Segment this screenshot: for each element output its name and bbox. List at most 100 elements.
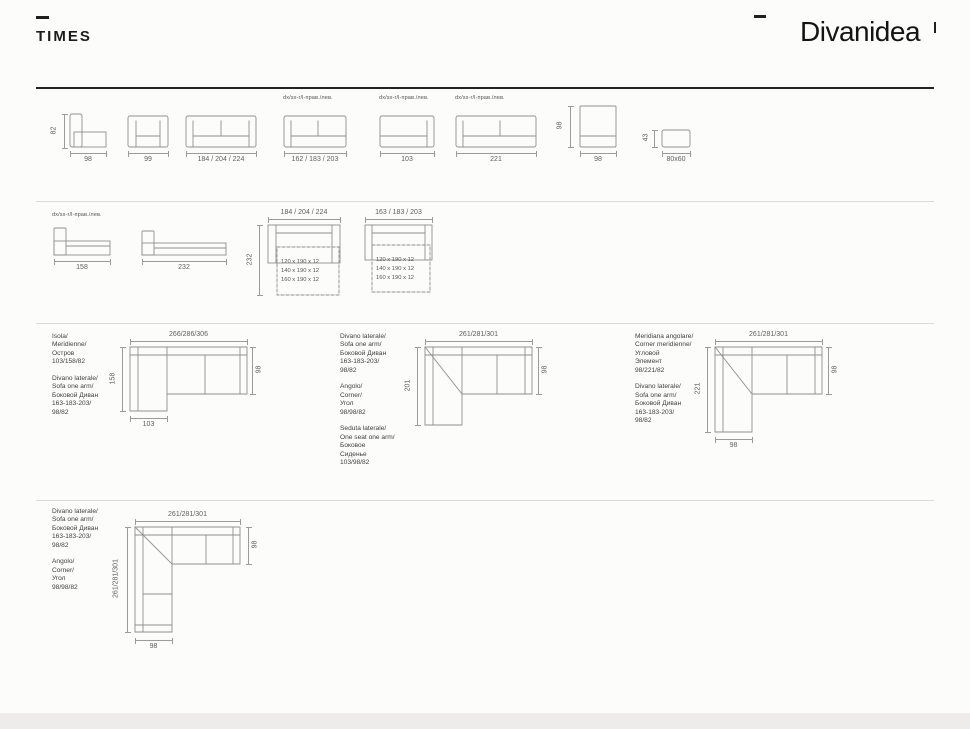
l-shape-top-label: 261/281/301 xyxy=(168,511,207,518)
dim-line xyxy=(130,339,248,345)
section-divider-2 xyxy=(36,323,934,324)
dim-line xyxy=(250,347,256,395)
l-shape-config-description: Divano laterale/ Sofa one arm/ Боковой Д… xyxy=(52,508,99,591)
one-arm-sofa-front-drawing xyxy=(283,115,347,148)
d8-width-label: 80x60 xyxy=(666,156,686,163)
page-title: TIMES xyxy=(36,28,92,45)
dim-line xyxy=(580,151,617,157)
dim-line xyxy=(120,347,126,412)
bed1-mattress-size-2: 140 x 190 x 12 xyxy=(281,268,320,274)
sectional-c-top-label: 261/281/301 xyxy=(749,331,788,338)
dim-line xyxy=(135,638,173,644)
dim-line xyxy=(268,217,341,223)
dim-line xyxy=(705,347,711,433)
sofa-front-drawing xyxy=(185,115,257,148)
corner-config-description: Divano laterale/ Sofa one arm/ Боковой Д… xyxy=(340,333,395,467)
corner-meridienne-plan-drawing xyxy=(714,346,823,433)
meridienne-config-description: Meridiana angolare/ Corner meridienne/ У… xyxy=(635,333,694,425)
header-divider xyxy=(36,87,934,89)
bed1-mattress-size-1: 120 x 190 x 12 xyxy=(281,259,320,265)
l-shape-sectional-plan-drawing xyxy=(134,526,241,633)
bed1-top-label: 184 / 204 / 224 xyxy=(280,209,328,216)
dim-line xyxy=(128,151,169,157)
l-shape-left-label: 261/281/301 xyxy=(112,559,120,598)
sectional-isola-plan-drawing xyxy=(129,346,248,412)
dim-line xyxy=(62,114,68,149)
chaise-side-drawing xyxy=(53,227,111,256)
dim-line xyxy=(246,527,252,565)
corner-sectional-plan-drawing xyxy=(424,346,533,426)
armchair-front-drawing xyxy=(127,115,169,148)
dim-line xyxy=(380,151,435,157)
sectional-a-right-label: 98 xyxy=(255,365,263,374)
corner-element-front-drawing xyxy=(579,105,617,148)
brand-logo: Divanidea xyxy=(800,16,921,47)
section-divider-3 xyxy=(36,500,934,501)
bed2-mattress-size-3: 160 x 190 x 12 xyxy=(376,275,415,281)
chaise2-width-label: 232 xyxy=(178,264,190,271)
d6-top-label: dx/sx-r/l-прав./лев. xyxy=(455,95,505,101)
dim-line xyxy=(125,527,131,633)
footer-bar xyxy=(0,713,970,729)
section-divider-1 xyxy=(36,201,934,202)
row2-top-label: dx/sx-r/l-прав./лев. xyxy=(52,212,102,218)
sectional-b-left-label: 201 xyxy=(404,379,412,392)
dim-line xyxy=(54,259,111,265)
sectional-c-bottom-label: 98 xyxy=(729,442,738,449)
header-right-mark xyxy=(754,15,766,18)
sectional-b-right-label: 98 xyxy=(541,365,549,374)
dim-line xyxy=(568,106,574,148)
isola-config-description: Isola/ Meridienne/ Остров 103/158/82 Div… xyxy=(52,333,99,416)
sectional-a-top-label: 266/286/306 xyxy=(169,331,208,338)
dim-line xyxy=(365,217,433,223)
dim-line xyxy=(826,347,832,395)
d7-height-label: 98 xyxy=(556,121,564,130)
d1-height-label: 82 xyxy=(50,126,58,135)
sectional-b-top-label: 261/281/301 xyxy=(459,331,498,338)
dim-line xyxy=(425,339,533,345)
bed2-mattress-size-2: 140 x 190 x 12 xyxy=(376,266,415,272)
l-shape-bottom-label: 98 xyxy=(149,643,158,650)
d6-width-label: 221 xyxy=(490,156,502,163)
pouf-front-drawing xyxy=(661,129,691,148)
sectional-c-right-label: 98 xyxy=(831,365,839,374)
sectional-a-bottom-label: 103 xyxy=(142,421,155,428)
d5-top-label: dx/sx-r/l-прав./лев. xyxy=(379,95,429,101)
dim-line xyxy=(415,347,421,426)
dim-line xyxy=(662,151,691,157)
dim-line xyxy=(130,416,168,422)
dim-line xyxy=(257,225,263,296)
d4-top-label: dx/sx-r/l-прав./лев. xyxy=(283,95,333,101)
dim-line xyxy=(652,130,658,148)
bed1-depth-label: 232 xyxy=(246,253,254,266)
dim-line xyxy=(135,519,241,525)
sofa-bed-plan-drawing-1 xyxy=(267,224,341,296)
sofa-bed-plan-drawing-2 xyxy=(364,224,433,293)
dim-line xyxy=(186,151,257,157)
dim-line xyxy=(70,151,107,157)
dim-line xyxy=(456,151,537,157)
dim-line xyxy=(715,339,823,345)
sectional-a-left-label: 158 xyxy=(109,372,117,385)
chaise1-width-label: 158 xyxy=(76,264,88,271)
bed2-mattress-size-1: 120 x 190 x 12 xyxy=(376,257,415,263)
dim-line xyxy=(142,259,227,265)
d2-width-label: 99 xyxy=(144,156,152,163)
bed2-top-label: 163 / 183 / 203 xyxy=(375,209,422,216)
seat-one-arm-front-drawing xyxy=(379,115,435,148)
d1-width-label: 98 xyxy=(84,156,92,163)
side-element-drawing xyxy=(69,113,107,148)
d7-width-label: 98 xyxy=(594,156,602,163)
wide-one-arm-sofa-front-drawing xyxy=(455,115,537,148)
long-chaise-side-drawing xyxy=(141,230,227,256)
bed1-mattress-size-3: 160 x 190 x 12 xyxy=(281,277,320,283)
d3-width-label: 184 / 204 / 224 xyxy=(197,156,245,163)
d4-width-label: 162 / 183 / 203 xyxy=(291,156,339,163)
d5-width-label: 103 xyxy=(401,156,413,163)
l-shape-right-label: 98 xyxy=(251,540,259,549)
brand-accent-mark xyxy=(934,22,936,33)
header-left-mark xyxy=(36,16,49,19)
dim-line xyxy=(715,437,753,443)
